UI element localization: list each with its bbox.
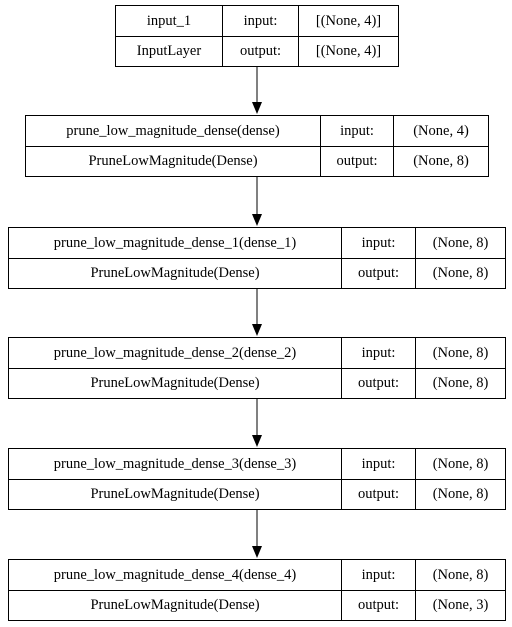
layer-name: prune_low_magnitude_dense_3(dense_3) [8,448,342,480]
layer-class: PruneLowMagnitude(Dense) [8,367,342,399]
output-label: output: [341,257,416,289]
input-label: input: [222,5,299,37]
layer-class: PruneLowMagnitude(Dense) [25,145,321,177]
layer-class: InputLayer [115,35,223,67]
output-shape: [(None, 4)] [298,35,399,67]
input-label: input: [341,559,416,591]
input-shape: (None, 4) [393,115,489,147]
layer-name: prune_low_magnitude_dense(dense) [25,115,321,147]
edge-arrow [252,399,262,447]
input-label: input: [341,227,416,259]
input-shape: [(None, 4)] [298,5,399,37]
layer-node-dense: prune_low_magnitude_dense(dense) input: … [25,115,489,177]
input-label: input: [341,448,416,480]
input-label: input: [341,337,416,369]
output-shape: (None, 8) [415,257,506,289]
layer-name: prune_low_magnitude_dense_4(dense_4) [8,559,342,591]
layer-node-dense-3: prune_low_magnitude_dense_3(dense_3) inp… [8,448,506,510]
edge-arrow [252,67,262,114]
output-label: output: [222,35,299,67]
output-label: output: [341,478,416,510]
input-shape: (None, 8) [415,448,506,480]
output-label: output: [341,589,416,621]
edge-arrow [252,510,262,558]
input-shape: (None, 8) [415,227,506,259]
layer-name: prune_low_magnitude_dense_1(dense_1) [8,227,342,259]
output-shape: (None, 3) [415,589,506,621]
layer-node-input-1: input_1 input: [(None, 4)] InputLayer ou… [115,5,399,67]
output-label: output: [341,367,416,399]
output-label: output: [320,145,394,177]
layer-node-dense-4: prune_low_magnitude_dense_4(dense_4) inp… [8,559,506,621]
layer-node-dense-2: prune_low_magnitude_dense_2(dense_2) inp… [8,337,506,399]
input-shape: (None, 8) [415,337,506,369]
edge-arrow [252,177,262,226]
layer-name: prune_low_magnitude_dense_2(dense_2) [8,337,342,369]
layer-node-dense-1: prune_low_magnitude_dense_1(dense_1) inp… [8,227,506,289]
layer-name: input_1 [115,5,223,37]
layer-class: PruneLowMagnitude(Dense) [8,589,342,621]
output-shape: (None, 8) [415,478,506,510]
output-shape: (None, 8) [415,367,506,399]
layer-class: PruneLowMagnitude(Dense) [8,257,342,289]
input-label: input: [320,115,394,147]
layer-class: PruneLowMagnitude(Dense) [8,478,342,510]
input-shape: (None, 8) [415,559,506,591]
edge-arrow [252,289,262,336]
output-shape: (None, 8) [393,145,489,177]
